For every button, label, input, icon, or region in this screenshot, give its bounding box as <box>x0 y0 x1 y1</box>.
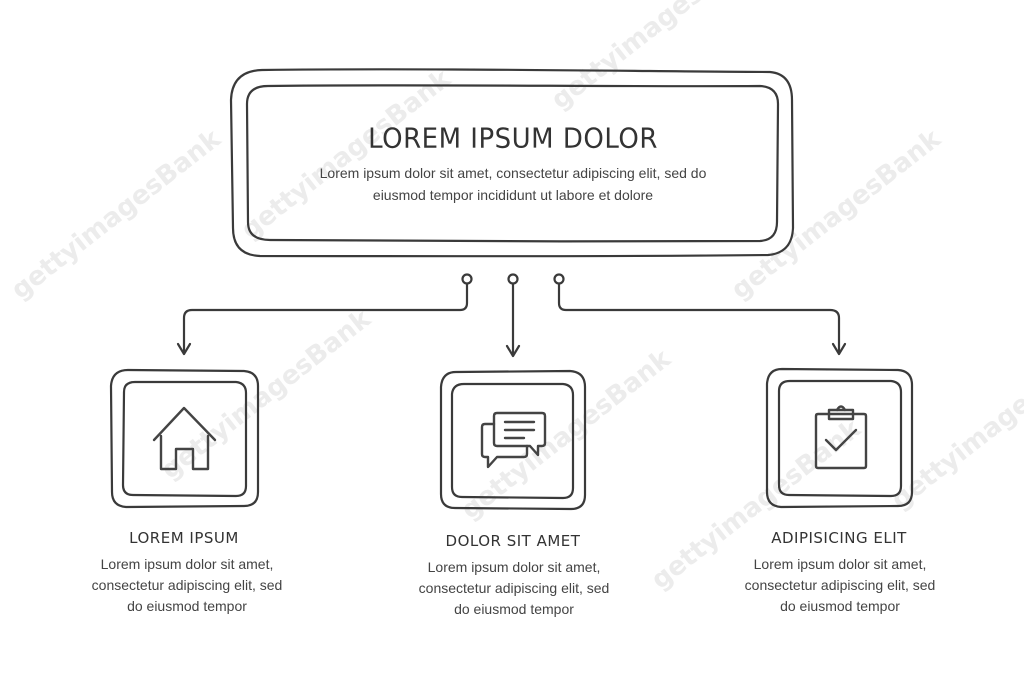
card-frame-1 <box>109 368 260 509</box>
connector-left <box>176 273 473 356</box>
card-title-2: DOLOR SIT AMET <box>445 532 581 550</box>
chat-bubbles-icon <box>480 411 547 469</box>
clipboard-check-icon <box>814 405 868 470</box>
house-icon <box>152 406 217 471</box>
card-frame-2 <box>439 369 587 511</box>
card-title-1: LOREM IPSUM <box>129 529 239 547</box>
header-box <box>229 68 795 258</box>
card-body-3: Lorem ipsum dolor sit amet, consectetur … <box>744 556 936 614</box>
card-body-2: Lorem ipsum dolor sit amet, consectetur … <box>418 559 610 617</box>
connector-right <box>553 273 847 356</box>
card-body-1: Lorem ipsum dolor sit amet, consectetur … <box>91 556 283 614</box>
header-body: Lorem ipsum dolor sit amet, consectetur … <box>319 165 707 203</box>
connector-middle <box>505 273 521 358</box>
card-title-3: ADIPISICING ELIT <box>771 529 907 547</box>
card-frame-3 <box>765 367 914 509</box>
header-title: LOREM IPSUM DOLOR <box>368 123 658 155</box>
